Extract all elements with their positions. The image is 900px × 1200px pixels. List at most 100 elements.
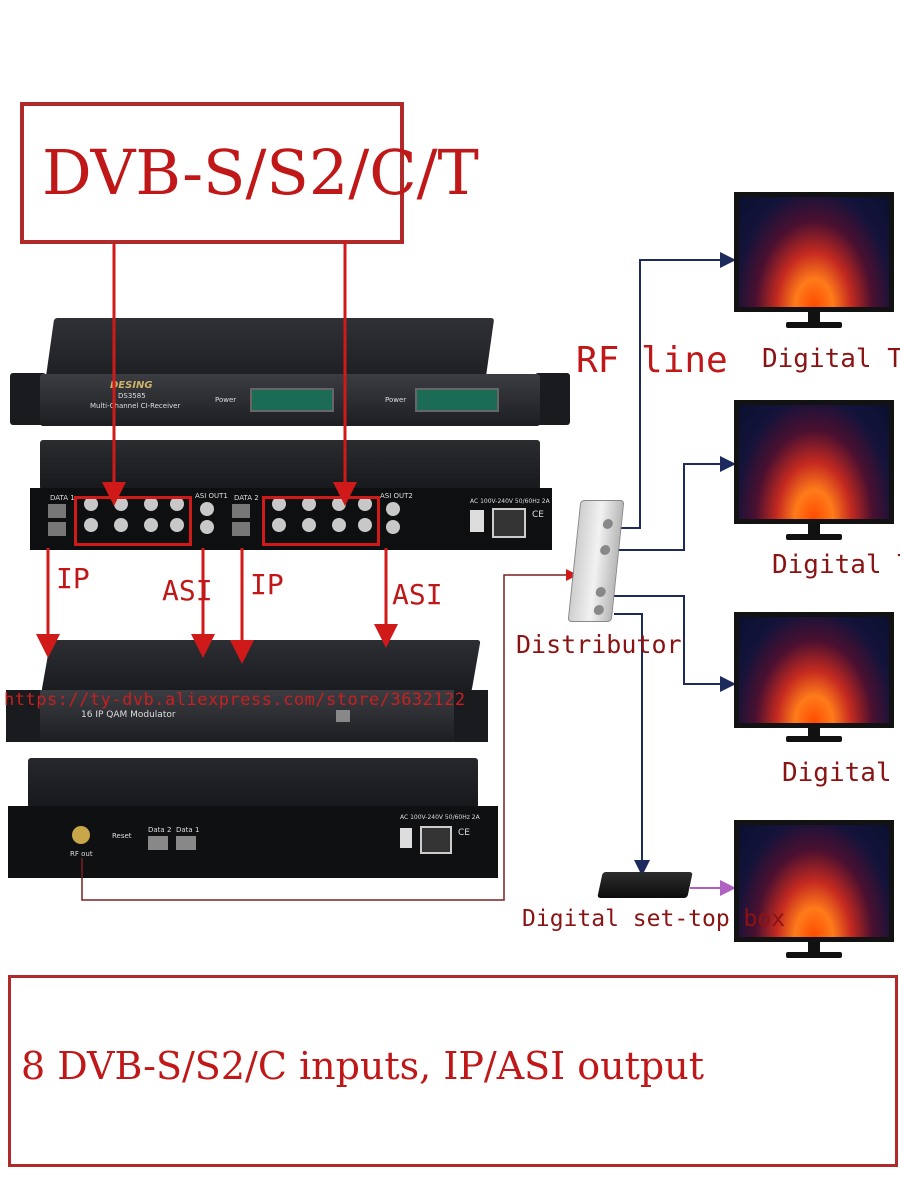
label-ip-left: IP <box>56 562 90 595</box>
receiver-subtitle: Multi-Channel CI-Receiver <box>90 402 181 410</box>
bnc-connector <box>302 497 316 511</box>
modulator-rear-top <box>28 758 478 808</box>
label-asi-left: ASI <box>162 574 213 607</box>
ethernet-port-2 <box>48 522 66 536</box>
tv-3-neck <box>808 728 820 738</box>
asi-connector-2 <box>386 502 400 516</box>
label-asi-right: ASI <box>392 578 443 611</box>
power-label-1: Power <box>215 396 237 404</box>
asi-out1-label: ASI OUT1 <box>195 492 228 500</box>
distributor-port <box>595 587 607 597</box>
power-socket <box>492 508 526 538</box>
tv-1-base <box>786 322 842 328</box>
mod-power-socket <box>420 826 452 854</box>
bnc-connector <box>144 497 158 511</box>
bottom-box: 8 DVB-S/S2/C inputs, IP/ASI output <box>8 975 898 1167</box>
tv-2 <box>734 400 894 550</box>
tv-1-screen <box>734 192 894 312</box>
connector-highlight-right <box>262 496 380 546</box>
rf-out-label: RF out <box>70 850 93 858</box>
ac-label: AC 100V-240V 50/60Hz 2A <box>470 498 550 505</box>
modulator-rear-unit: RF out Reset Data 2 Data 1 AC 100V-240V … <box>8 758 498 883</box>
asi-out2-label: ASI OUT2 <box>380 492 413 500</box>
tv-3-base <box>786 736 842 742</box>
tv-4-base <box>786 952 842 958</box>
rf-out-connector <box>72 826 90 844</box>
mod-ce-mark: CE <box>458 828 470 838</box>
modulator-front-unit: 16 IP QAM Modulator <box>6 640 496 750</box>
data2-label: DATA 2 <box>234 494 259 502</box>
out-line-stb <box>614 613 650 876</box>
label-stb: Digital set-top box <box>522 906 786 932</box>
bnc-connector <box>170 497 184 511</box>
bnc-connector <box>144 518 158 532</box>
asi-connector-2b <box>386 520 400 534</box>
out-line-tv2 <box>614 456 736 551</box>
asi-connector-1b <box>200 520 214 534</box>
bnc-connector <box>302 518 316 532</box>
receiver-front-unit: DESING DS3585 Multi-Channel CI-Receiver … <box>10 318 570 428</box>
out-line-tv1 <box>612 252 736 529</box>
modulator-ethernet-port <box>336 710 350 722</box>
ethernet-port-4 <box>232 522 250 536</box>
distributor-port <box>602 519 614 529</box>
ethernet-port-3 <box>232 504 250 518</box>
tv-3-screen <box>734 612 894 728</box>
modulator-front-label: 16 IP QAM Modulator <box>81 710 176 720</box>
store-url: https://ty-dvb.aliexpress.com/store/3632… <box>4 690 466 710</box>
connector-highlight-left <box>74 496 192 546</box>
tv-2-base <box>786 534 842 540</box>
reset-label: Reset <box>112 832 132 840</box>
bnc-connector <box>84 518 98 532</box>
bnc-connector <box>114 518 128 532</box>
mod-power-switch <box>400 828 412 848</box>
receiver-brand: DESING <box>110 380 153 391</box>
mod-data2-label: Data 2 <box>148 826 172 834</box>
tv-2-neck <box>808 524 820 536</box>
bnc-connector <box>84 497 98 511</box>
title-box: DVB-S/S2/C/T <box>20 102 479 244</box>
ci-slot-1 <box>250 388 334 412</box>
mod-ac-label: AC 100V-240V 50/60Hz 2A <box>400 814 480 821</box>
modulator-ear-right <box>454 690 488 742</box>
rack-ear-right <box>535 373 570 425</box>
label-tv1: Digital TV <box>762 344 900 374</box>
mod-data1-port <box>176 836 196 850</box>
label-rf-line: RF line <box>576 340 728 381</box>
receiver-rear-unit: DATA 1 ASI OUT1 DATA 2 <box>30 440 555 550</box>
receiver-front-panel: DESING DS3585 Multi-Channel CI-Receiver … <box>40 374 540 426</box>
tv-4 <box>734 820 894 970</box>
bnc-connector <box>332 518 346 532</box>
label-tv2: Digital TV <box>772 550 900 580</box>
distributor-port <box>599 545 611 555</box>
tv-3 <box>734 612 894 762</box>
bnc-connector <box>272 497 286 511</box>
label-ip-mid: IP <box>250 568 284 601</box>
bnc-connector <box>272 518 286 532</box>
bnc-connector <box>170 518 184 532</box>
label-distributor: Distributor <box>516 630 682 659</box>
tv-4-neck <box>808 942 820 954</box>
bottom-text: 8 DVB-S/S2/C inputs, IP/ASI output <box>21 1044 704 1088</box>
bnc-connector <box>358 497 372 511</box>
tv-1-neck <box>808 312 820 324</box>
ce-mark: CE <box>532 510 544 520</box>
bnc-connector <box>358 518 372 532</box>
data1-label: DATA 1 <box>50 494 75 502</box>
modulator-rear-face: RF out Reset Data 2 Data 1 AC 100V-240V … <box>8 806 498 878</box>
mod-data2-port <box>148 836 168 850</box>
label-tv3: Digital TV <box>782 758 900 788</box>
rear-top-panel <box>40 440 540 490</box>
modulator-front-panel: 16 IP QAM Modulator <box>36 690 456 742</box>
rf-cable <box>81 569 578 901</box>
asi-connector-1 <box>200 502 214 516</box>
receiver-model: DS3585 <box>118 392 146 400</box>
set-top-box <box>597 872 693 898</box>
tv-4-screen <box>734 820 894 942</box>
ethernet-port-1 <box>48 504 66 518</box>
power-switch <box>470 510 484 532</box>
title-text: DVB-S/S2/C/T <box>42 136 479 209</box>
out-line-tv3 <box>614 595 736 692</box>
distributor-port <box>593 605 605 615</box>
